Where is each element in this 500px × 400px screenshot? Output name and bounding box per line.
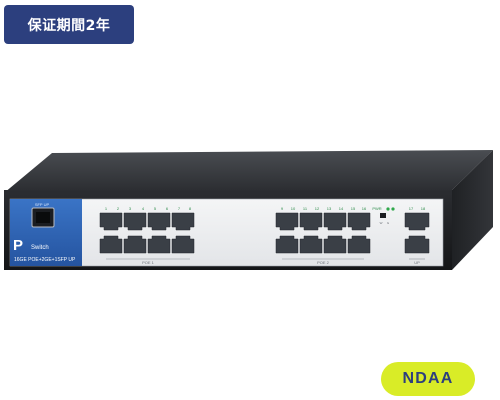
warranty-text: 保证期間2年 xyxy=(27,17,111,34)
brand-name: Switch xyxy=(31,245,49,251)
led-label-g: G xyxy=(387,221,390,225)
port-label-4: 4 xyxy=(142,206,145,211)
rj45-port-2[interactable] xyxy=(123,212,147,231)
pwr-label: PWR xyxy=(372,206,381,211)
uplink-label: UP xyxy=(414,260,420,265)
rj45-port-10[interactable] xyxy=(299,212,323,231)
port-label-18: 18 xyxy=(421,206,426,211)
group-2-label: POE 2 xyxy=(317,260,330,265)
port-label-15: 15 xyxy=(351,206,356,211)
rj45-port-18[interactable] xyxy=(404,235,430,254)
port-label-14: 14 xyxy=(339,206,344,211)
poe-group-1 xyxy=(99,212,195,254)
uplink-group xyxy=(404,212,430,254)
sfp-port-inner xyxy=(36,212,50,223)
port-label-6: 6 xyxy=(166,206,169,211)
port-label-11: 11 xyxy=(303,206,308,211)
sfp-label: SFP UP xyxy=(35,202,50,207)
rj45-port-6[interactable] xyxy=(123,235,147,254)
pwr-led xyxy=(386,207,390,211)
rj45-port-5[interactable] xyxy=(99,235,123,254)
ndaa-badge: NDAA xyxy=(381,362,475,396)
warranty-badge: 保证期間2年 xyxy=(4,5,134,44)
rj45-port-1[interactable] xyxy=(99,212,123,231)
rj45-port-13[interactable] xyxy=(275,235,299,254)
switch-top-surface xyxy=(4,150,493,193)
switch-front-face xyxy=(9,198,444,267)
reset-button[interactable] xyxy=(380,213,386,218)
model-label: 16GE POE+2GE+1SFP UP xyxy=(14,257,76,263)
rj45-port-14[interactable] xyxy=(299,235,323,254)
port-label-9: 9 xyxy=(281,206,284,211)
rj45-port-7[interactable] xyxy=(147,235,171,254)
poe-group-2 xyxy=(275,212,371,254)
port-label-8: 8 xyxy=(189,206,192,211)
rj45-port-12[interactable] xyxy=(347,212,371,231)
port-label-3: 3 xyxy=(129,206,132,211)
rj45-port-17[interactable] xyxy=(404,212,430,231)
port-label-2: 2 xyxy=(117,206,120,211)
port-label-1: 1 xyxy=(105,206,108,211)
port-label-13: 13 xyxy=(327,206,332,211)
port-label-12: 12 xyxy=(315,206,320,211)
rj45-port-11[interactable] xyxy=(323,212,347,231)
port-label-17: 17 xyxy=(409,206,414,211)
brand-letter: P xyxy=(13,237,23,254)
port-label-16: 16 xyxy=(362,206,367,211)
rj45-port-3[interactable] xyxy=(147,212,171,231)
switch-side-surface xyxy=(452,150,493,270)
rj45-port-8[interactable] xyxy=(171,235,195,254)
group-1-label: POE 1 xyxy=(142,260,155,265)
led-label-w: W xyxy=(380,221,383,225)
port-label-10: 10 xyxy=(291,206,296,211)
port-label-7: 7 xyxy=(178,206,181,211)
rj45-port-16[interactable] xyxy=(347,235,371,254)
rj45-port-9[interactable] xyxy=(275,212,299,231)
status-led xyxy=(391,207,395,211)
port-label-5: 5 xyxy=(154,206,157,211)
rj45-port-15[interactable] xyxy=(323,235,347,254)
rj45-port-4[interactable] xyxy=(171,212,195,231)
ndaa-text: NDAA xyxy=(402,370,454,387)
